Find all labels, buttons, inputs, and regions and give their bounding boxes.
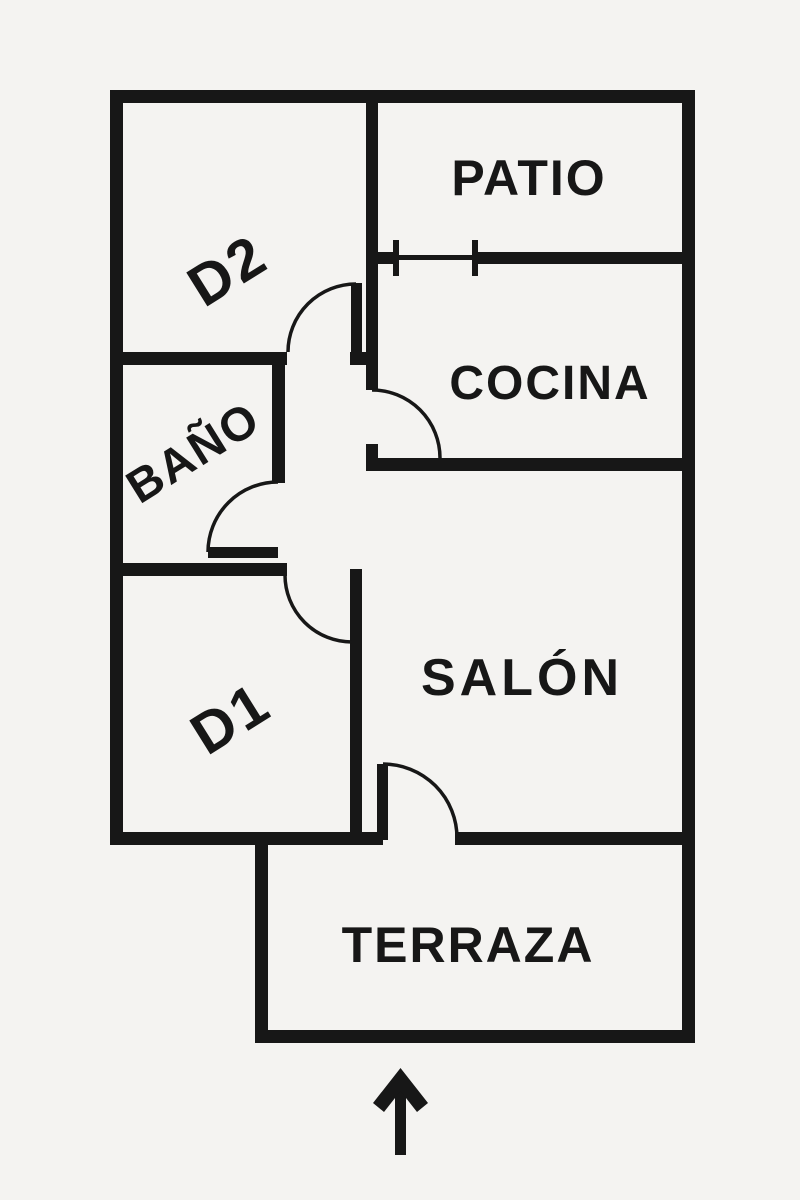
wall-bottom-right-segment xyxy=(455,832,695,845)
door-swing-arcs xyxy=(206,282,459,839)
d2-door-leaf xyxy=(351,283,362,355)
wall-patio-cocina-left-stub xyxy=(372,252,396,264)
d2-door-swing-arc xyxy=(286,282,357,353)
entrance-arrow-shaft xyxy=(395,1082,406,1155)
wall-d2-bottom xyxy=(110,352,287,365)
wall-bano-bottom xyxy=(110,563,287,576)
d1-door-swing-arc xyxy=(283,574,353,644)
entrance-arrow-icon xyxy=(373,1068,428,1155)
window-tick-right xyxy=(472,240,478,276)
walls xyxy=(110,90,695,1043)
room-label-salon: SALÓN xyxy=(421,649,623,707)
room-label-patio: PATIO xyxy=(451,150,607,206)
d1-door-leaf xyxy=(350,569,362,642)
room-label-terraza: TERRAZA xyxy=(341,917,595,973)
wall-exterior-right xyxy=(682,90,695,1043)
wall-d2-door-stub xyxy=(350,352,366,365)
wall-terraza-bottom xyxy=(255,1030,695,1043)
wall-exterior-left xyxy=(110,90,123,845)
bano-door-swing-arc xyxy=(206,480,279,553)
window-tick-left xyxy=(393,240,399,276)
room-label-cocina: COCINA xyxy=(449,357,651,410)
cocina-door-swing-arc xyxy=(371,388,442,459)
patio-cocina-window-icon xyxy=(393,240,478,276)
terraza-door-leaf xyxy=(377,764,388,840)
window-sill-line xyxy=(394,255,478,260)
wall-terraza-left xyxy=(255,838,268,1043)
wall-bano-right xyxy=(272,352,285,483)
wall-d2-patio-divider xyxy=(366,90,378,390)
entrance-arrow-head xyxy=(373,1068,428,1112)
wall-exterior-top xyxy=(110,90,695,103)
wall-cocina-bottom xyxy=(366,458,695,471)
bano-door-leaf xyxy=(208,547,278,558)
wall-bottom-left-segment xyxy=(110,832,383,845)
door-leaves xyxy=(208,283,388,840)
terraza-door-swing-arc xyxy=(382,762,459,839)
wall-cocina-door-stub xyxy=(366,444,378,460)
wall-patio-cocina-right xyxy=(477,252,695,264)
